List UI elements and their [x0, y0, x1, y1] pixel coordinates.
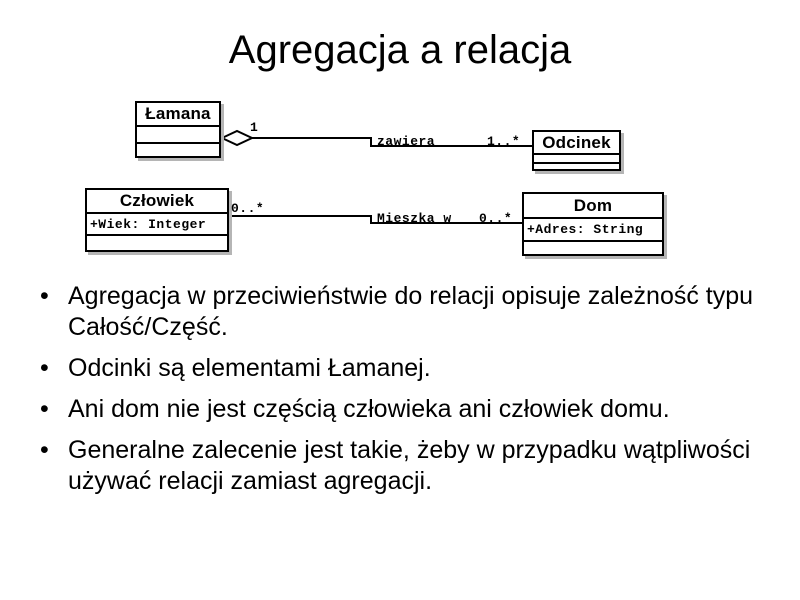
uml-class-diagram: Łamana Odcinek Człowiek +Wiek: Integer D…: [0, 0, 800, 275]
uml-class-czlowiek-name: Człowiek: [87, 190, 227, 214]
connector-mieszka-w-line: [229, 215, 522, 224]
aggregation-diamond-icon: [219, 129, 255, 147]
multiplicity-odcinek-zawiera: 1..*: [487, 134, 521, 149]
connector-zawiera: [219, 129, 532, 147]
uml-class-odcinek-attributes: [534, 155, 619, 164]
uml-class-odcinek-operations: [534, 164, 619, 169]
relationship-label-mieszka-w: Mieszka w: [377, 211, 452, 226]
uml-class-czlowiek-attributes: +Wiek: Integer: [87, 214, 227, 236]
bullet-dot-icon: •: [40, 282, 49, 310]
uml-class-lamana-name: Łamana: [137, 103, 219, 127]
uml-class-dom[interactable]: Dom +Adres: String: [522, 192, 664, 256]
page-title: Agregacja a relacja: [228, 28, 572, 72]
uml-class-lamana-attributes: [137, 127, 219, 144]
multiplicity-lamana-zawiera: 1: [250, 120, 259, 135]
uml-class-czlowiek[interactable]: Człowiek +Wiek: Integer: [85, 188, 229, 252]
connector-zawiera-line: [252, 137, 532, 147]
bullet-list: • Agregacja w przeciwieństwie do relacji…: [30, 281, 775, 507]
list-item-text: Odcinki są elementami Łamanej.: [68, 354, 431, 382]
bullet-dot-icon: •: [40, 354, 49, 382]
diagram-connectors: [219, 129, 532, 224]
uml-class-odcinek[interactable]: Odcinek: [532, 130, 621, 171]
list-item-text: Ani dom nie jest częścią człowieka ani c…: [68, 395, 670, 423]
uml-class-lamana[interactable]: Łamana: [135, 101, 221, 158]
multiplicity-dom-mieszka-w: 0..*: [479, 211, 513, 226]
bullet-dot-icon: •: [40, 395, 49, 423]
uml-class-lamana-operations: [137, 144, 219, 156]
list-item: • Ani dom nie jest częścią człowieka ani…: [30, 394, 775, 425]
bullet-dot-icon: •: [40, 436, 49, 464]
relationship-label-zawiera: zawiera: [377, 134, 436, 149]
list-item: • Odcinki są elementami Łamanej.: [30, 353, 775, 384]
connector-mieszka-w: [229, 215, 522, 224]
list-item-text: Agregacja w przeciwieństwie do relacji o…: [68, 282, 754, 341]
uml-class-dom-name: Dom: [524, 194, 662, 219]
uml-class-odcinek-name: Odcinek: [534, 132, 619, 155]
multiplicity-czlowiek-mieszka-w: 0..*: [231, 201, 265, 216]
list-item: • Generalne zalecenie jest takie, żeby w…: [30, 435, 775, 497]
uml-class-dom-attributes: +Adres: String: [524, 219, 662, 242]
list-item-text: Generalne zalecenie jest takie, żeby w p…: [68, 436, 751, 495]
uml-class-dom-operations: [524, 242, 662, 254]
uml-class-czlowiek-operations: [87, 236, 227, 250]
list-item: • Agregacja w przeciwieństwie do relacji…: [30, 281, 775, 343]
